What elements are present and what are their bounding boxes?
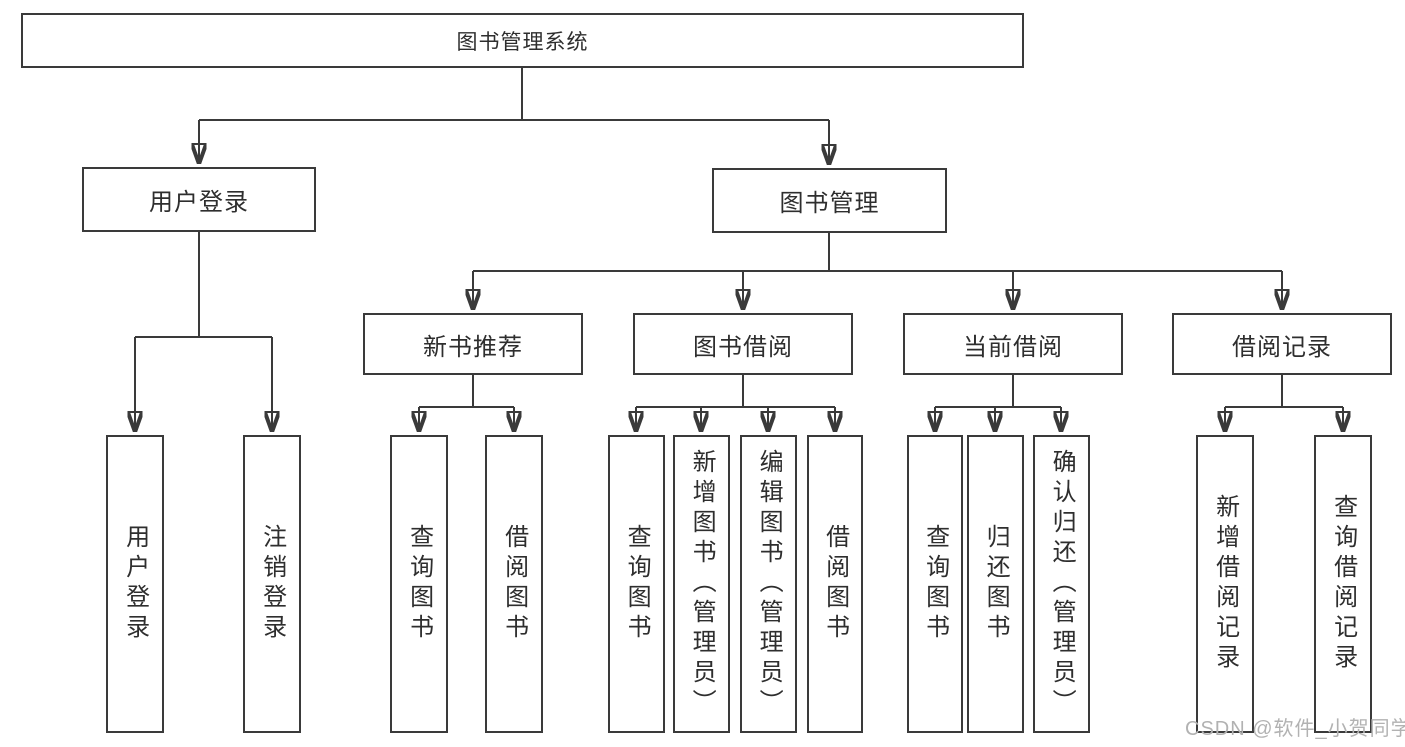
node-root: 图书管理系统 <box>21 13 1024 68</box>
node-user-login: 用户登录 <box>82 167 316 232</box>
node-label: 图书管理系统 <box>456 30 589 54</box>
node-label: 图书借阅 <box>693 333 793 361</box>
leaf-query-books-borrow: 查询图书 <box>608 435 665 733</box>
node-label: 确认归还（管理员） <box>1048 449 1076 719</box>
leaf-query-books-newbook: 查询图书 <box>390 435 448 733</box>
leaf-add-books-admin: 新增图书（管理员） <box>673 435 730 733</box>
leaf-return-books: 归还图书 <box>967 435 1024 733</box>
leaf-add-borrow-record: 新增借阅记录 <box>1196 435 1254 733</box>
node-label: 用户登录 <box>121 524 149 644</box>
node-label: 查询图书 <box>623 524 651 644</box>
leaf-query-borrow-record: 查询借阅记录 <box>1314 435 1372 733</box>
leaf-borrow-books: 借阅图书 <box>807 435 863 733</box>
node-book-borrow: 图书借阅 <box>633 313 853 375</box>
node-label: 用户登录 <box>149 189 249 216</box>
leaf-borrow-books-newbook: 借阅图书 <box>485 435 543 733</box>
node-book-management: 图书管理 <box>712 168 947 233</box>
node-label: 当前借阅 <box>963 333 1063 361</box>
leaf-user-login: 用户登录 <box>106 435 164 733</box>
node-label: 新书推荐 <box>423 333 523 361</box>
leaf-edit-books-admin: 编辑图书（管理员） <box>740 435 797 733</box>
csdn-watermark: CSDN @软件_小贺同学 <box>1185 718 1405 740</box>
node-borrow-records: 借阅记录 <box>1172 313 1392 375</box>
leaf-confirm-return-admin: 确认归还（管理员） <box>1033 435 1090 733</box>
node-new-book-recommend: 新书推荐 <box>363 313 583 375</box>
node-label: 归还图书 <box>982 524 1010 644</box>
node-label: 新增借阅记录 <box>1211 494 1239 674</box>
leaf-logout: 注销登录 <box>243 435 301 733</box>
leaf-query-books-current: 查询图书 <box>907 435 963 733</box>
node-label: 查询图书 <box>405 524 433 644</box>
node-label: 借阅图书 <box>500 524 528 644</box>
node-label: 编辑图书（管理员） <box>755 449 783 719</box>
node-label: 图书管理 <box>779 190 880 217</box>
node-label: 新增图书（管理员） <box>688 449 716 719</box>
node-current-borrow: 当前借阅 <box>903 313 1123 375</box>
node-label: 注销登录 <box>258 524 286 644</box>
node-label: 借阅图书 <box>821 524 849 644</box>
node-label: 借阅记录 <box>1232 333 1332 361</box>
node-label: 查询图书 <box>921 524 949 644</box>
node-label: 查询借阅记录 <box>1329 494 1357 674</box>
